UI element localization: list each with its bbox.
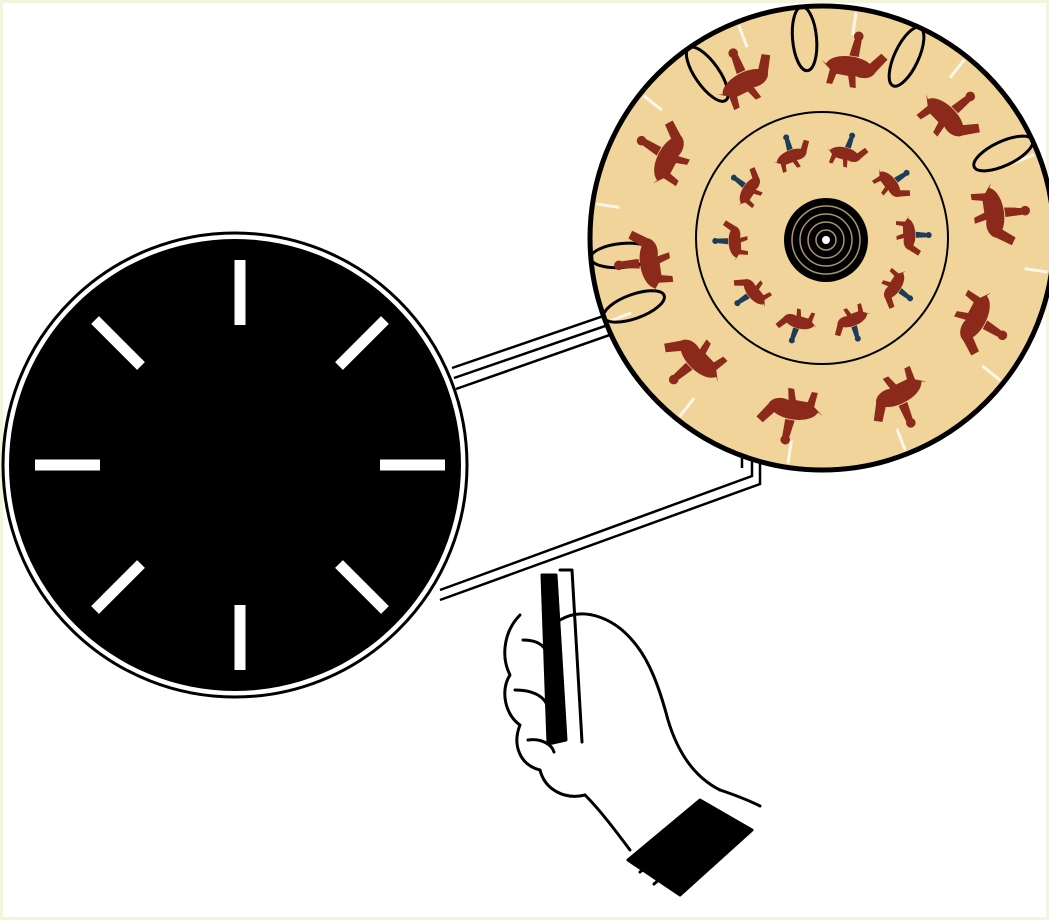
- wrist-outline-left: [585, 795, 630, 850]
- hand-back-outline: [560, 614, 720, 790]
- finger-crease-2: [515, 690, 548, 708]
- sleeve-cuff: [628, 800, 752, 895]
- hub-pin: [822, 236, 830, 244]
- hand-holding-handle-icon: [505, 570, 760, 895]
- handle: [542, 575, 566, 744]
- slotted-disc: [3, 233, 467, 697]
- picture-disc: [590, 6, 1049, 470]
- wrist-outline-right: [720, 790, 760, 806]
